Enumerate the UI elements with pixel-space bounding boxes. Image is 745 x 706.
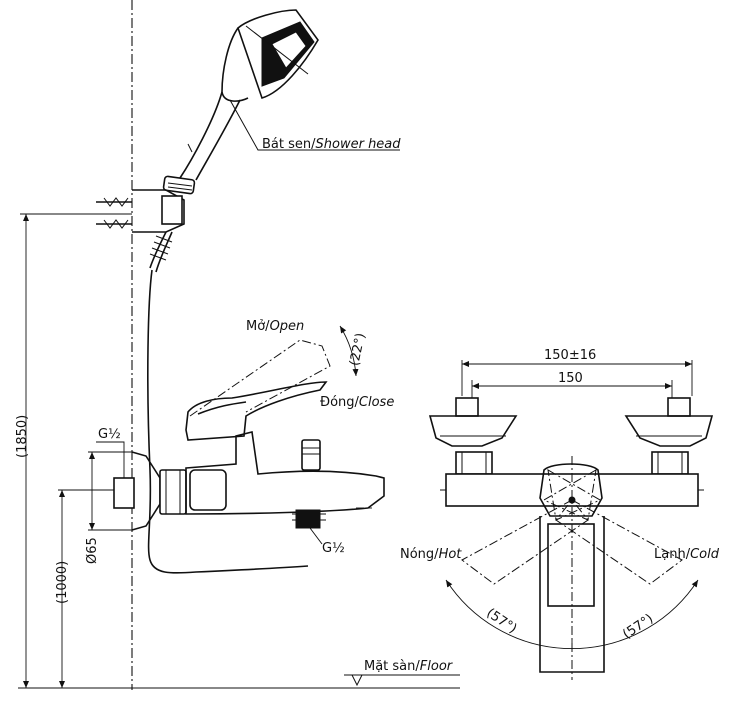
shower-head-label-en: Shower head (316, 137, 402, 152)
wall-bracket (96, 189, 185, 233)
cold-label-vi: Lạnh/ (654, 547, 691, 562)
open-angle-arc (339, 325, 359, 377)
cold-label-en: Cold (690, 547, 720, 562)
open-label: Mở/Open (246, 319, 304, 334)
inlet-thread-label: G½ (98, 427, 121, 442)
spacing-tolerance-dimension (461, 360, 693, 396)
open-label-en: Open (270, 319, 305, 334)
floor-symbol (344, 674, 460, 687)
flange-diameter-label: Ø65 (85, 537, 100, 564)
mount-height-label: (1000) (55, 561, 70, 604)
flange-diameter-dimension (88, 451, 132, 531)
floor-label-en: Floor (420, 659, 454, 674)
close-label-vi: Đóng/ (320, 395, 360, 410)
hot-angle-label: (57°) (483, 606, 519, 637)
close-label: Đóng/Close (320, 395, 394, 410)
outlet-thread-label: G½ (322, 541, 345, 556)
left-connector (428, 397, 518, 475)
cold-angle-label: (57°) (620, 611, 656, 642)
spacing-tolerance-label: 150±16 (544, 348, 596, 363)
floor-label: Mặt sàn/Floor (364, 659, 454, 674)
mixer-body (113, 339, 385, 531)
total-height-label: (1850) (15, 415, 30, 458)
open-angle-label: (22°) (347, 332, 369, 368)
hot-label-en: Hot (439, 547, 463, 562)
inlet-thread-leader (96, 441, 125, 478)
hot-label-vi: Nóng/ (400, 547, 439, 562)
outlet-thread-leader (309, 527, 323, 545)
top-view-handle (539, 456, 605, 680)
shower-hose (147, 231, 309, 574)
mount-height-dimension (58, 489, 114, 688)
open-label-vi: Mở/ (246, 319, 270, 334)
shower-head-label: Bát sen/Shower head (262, 137, 401, 152)
total-height-dimension (20, 213, 132, 688)
shower-head-leader (229, 99, 400, 151)
hot-label: Nóng/Hot (400, 547, 462, 562)
spacing-label: 150 (558, 371, 583, 386)
close-label-en: Close (359, 395, 394, 410)
cold-label: Lạnh/Cold (654, 547, 720, 562)
floor-label-vi: Mặt sàn/ (364, 659, 420, 674)
right-connector (624, 397, 714, 475)
shower-head-label-vi: Bát sen/ (262, 137, 316, 152)
spacing-dimension (471, 380, 673, 400)
shower-head (162, 9, 319, 195)
